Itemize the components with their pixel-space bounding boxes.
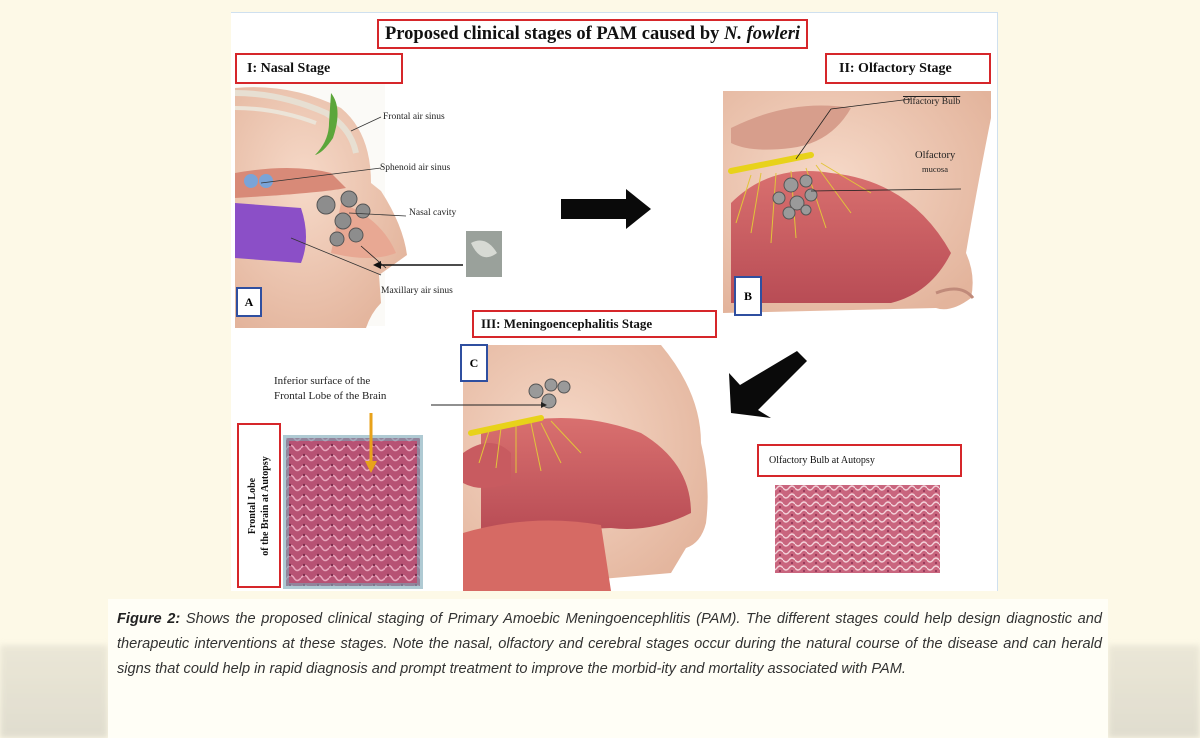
label-maxillary-air-sinus: Maxillary air sinus bbox=[381, 286, 453, 296]
label-nasal-cavity: Nasal cavity bbox=[409, 208, 457, 218]
label-sphenoid-air-sinus: Sphenoid air sinus bbox=[380, 163, 451, 173]
label-olfactory-bulb: Olfactory Bulb bbox=[903, 97, 961, 107]
panel-a-illustration bbox=[234, 81, 502, 329]
arrow-right-icon bbox=[561, 189, 651, 229]
anatomy-illustration bbox=[234, 81, 991, 591]
label-frontal-lobe-autopsy: Frontal Lobe of the Brain at Autopsy bbox=[237, 423, 281, 588]
panel-label-c: C bbox=[460, 344, 488, 382]
figure-panel: Proposed clinical stages of PAM caused b… bbox=[231, 12, 998, 591]
caption-text: Figure 2: Shows the proposed clinical st… bbox=[117, 611, 1102, 677]
panel-label-a: A bbox=[236, 287, 262, 317]
stage-3-label: III: Meningoencephalitis Stage bbox=[472, 310, 717, 338]
brain-autopsy-photo bbox=[283, 413, 423, 589]
blurred-page-edge-right bbox=[1108, 645, 1200, 738]
blurred-page-edge-left bbox=[0, 645, 108, 738]
panel-label-b: B bbox=[734, 276, 762, 316]
arrow-down-left-icon bbox=[729, 351, 807, 418]
panel-b-illustration bbox=[723, 91, 991, 313]
label-frontal-air-sinus: Frontal air sinus bbox=[383, 112, 445, 122]
figure-title: Proposed clinical stages of PAM caused b… bbox=[377, 19, 809, 49]
label-inferior-surface-line1: Inferior surface of the bbox=[274, 375, 371, 387]
olfactory-bulb-autopsy-photo bbox=[775, 485, 940, 573]
caption-figure-label: Figure 2: bbox=[117, 611, 181, 627]
panel-c-illustration bbox=[431, 345, 708, 591]
label-olfactory-mucosa-line1: Olfactory bbox=[915, 150, 956, 161]
figure-caption: Figure 2: Shows the proposed clinical st… bbox=[108, 599, 1108, 738]
label-inferior-surface-line2: Frontal Lobe of the Brain bbox=[274, 390, 387, 402]
label-olfactory-bulb-autopsy: Olfactory Bulb at Autopsy bbox=[757, 444, 962, 477]
stage-1-label: I: Nasal Stage bbox=[235, 53, 403, 84]
stage-2-label: II: Olfactory Stage bbox=[825, 53, 991, 84]
label-olfactory-mucosa-line2: mucosa bbox=[922, 164, 948, 174]
